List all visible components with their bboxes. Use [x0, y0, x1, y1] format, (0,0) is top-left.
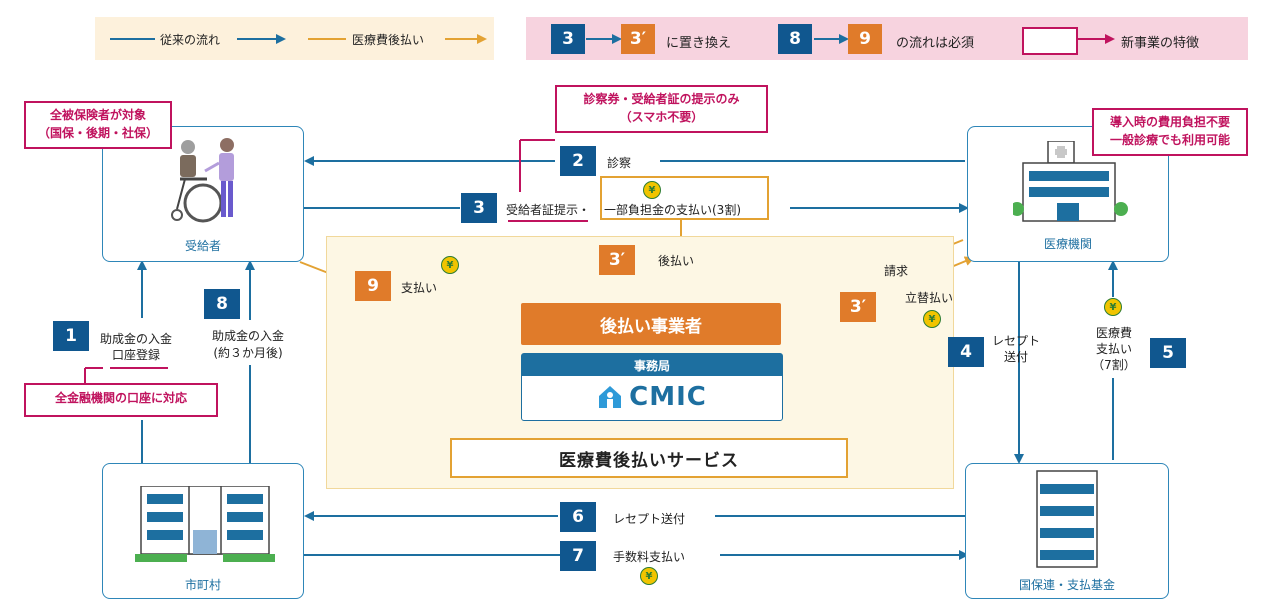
office-head: 事務局 — [522, 354, 782, 376]
legend-replace-to: 3′ — [621, 24, 655, 54]
callout-ticket-line1: 診察券・受給者証の提示のみ — [583, 92, 740, 106]
fund-node: 国保連・支払基金 — [965, 463, 1169, 599]
callout-no-cost-line2: 一般診療でも利用可能 — [1109, 133, 1230, 147]
callout-all-banks: 全金融機関の口座に対応 — [24, 383, 218, 417]
legend-replace-text: に置き換え — [666, 36, 732, 51]
callout-ticket-only: 診察券・受給者証の提示のみ （スマホ不要） — [555, 85, 768, 133]
city-hall-icon — [135, 486, 275, 562]
yen-coin-icon: ¥ — [1104, 298, 1122, 316]
cmic-logo-text: CMIC — [629, 382, 707, 412]
hospital-label: 医療機関 — [1043, 237, 1092, 251]
step-9-label: 支払い — [401, 281, 438, 295]
legend-new-feature-box — [1022, 27, 1078, 55]
step-8: 8 — [204, 289, 240, 319]
step-1: 1 — [53, 321, 89, 351]
step-4-label-line2: 送付 — [1004, 350, 1029, 364]
step-3-prime-a: 3′ — [599, 245, 635, 275]
municipality-label: 市町村 — [184, 578, 221, 592]
yen-coin-icon: ¥ — [923, 310, 941, 328]
step-3-label-b: 一部負担金の支払い(3割) — [604, 203, 741, 217]
legend-replace-from: 3 — [551, 24, 585, 54]
step-3: 3 — [461, 193, 497, 223]
step-4: 4 — [948, 337, 984, 367]
step-1-label: 助成金の入金 口座登録 — [100, 331, 172, 363]
legend-required-to: 9 — [848, 24, 882, 54]
step-7-label: 手数料支払い — [613, 550, 686, 564]
municipality-node: 市町村 — [102, 463, 304, 599]
step-3-prime-a-label: 後払い — [658, 254, 695, 268]
step-8-label-line2: (約３か月後) — [213, 346, 283, 360]
pay-company-box: 後払い事業者 — [521, 303, 781, 345]
step-1-label-line1: 助成金の入金 — [100, 332, 173, 346]
yen-coin-icon: ¥ — [441, 256, 459, 274]
building-icon — [1036, 470, 1098, 568]
callout-all-insured-line2: （国保・後期・社保） — [37, 126, 158, 140]
legend-deferred: 医療費後払い — [352, 33, 425, 47]
step-4-label-line1: レセプト — [992, 334, 1041, 348]
step-7: 7 — [560, 541, 596, 571]
step-6: 6 — [560, 502, 596, 532]
step-3-label-a: 受給者証提示・ — [506, 203, 591, 217]
callout-no-cost-line1: 導入時の費用負担不要 — [1109, 115, 1230, 129]
step-9: 9 — [355, 271, 391, 301]
step-6-label: レセプト送付 — [613, 512, 686, 526]
step-5: 5 — [1150, 338, 1186, 368]
wheelchair-icon — [171, 138, 234, 223]
step-2-label: 診察 — [607, 156, 632, 170]
step-3-prime-b: 3′ — [840, 292, 876, 322]
step-8-label: 助成金の入金 (約３か月後) — [212, 328, 284, 362]
callout-ticket-line2: （スマホ不要） — [619, 110, 704, 124]
callout-all-insured: 全被保険者が対象 （国保・後期・社保） — [24, 101, 172, 149]
legend-conventional: 従来の流れ — [160, 33, 221, 47]
step-1-label-line2: 口座登録 — [112, 348, 161, 362]
hospital-icon — [1013, 141, 1128, 222]
step-3-prime-b-claim: 請求 — [884, 264, 909, 278]
step-8-label-line1: 助成金の入金 — [212, 329, 285, 343]
step-2: 2 — [560, 146, 596, 176]
legend-panel-left — [95, 17, 494, 60]
recipient-label: 受給者 — [184, 239, 221, 253]
yen-coin-icon: ¥ — [643, 181, 661, 199]
step-5-label-line2: 支払い — [1095, 342, 1132, 356]
step-4-label: レセプト 送付 — [992, 333, 1040, 365]
cmic-logo-icon — [599, 386, 622, 408]
fund-label: 国保連・支払基金 — [1018, 578, 1115, 592]
yen-coin-icon: ¥ — [640, 567, 658, 585]
office-box: 事務局 CMIC — [521, 353, 783, 421]
legend-required-text: の流れは必須 — [896, 36, 975, 51]
step-5-label-line3: （7割） — [1092, 358, 1136, 372]
service-name-box: 医療費後払いサービス — [450, 438, 848, 478]
legend-new-feature: 新事業の特徴 — [1121, 36, 1200, 51]
step-5-label: 医療費 支払い （7割） — [1090, 325, 1138, 373]
callout-no-cost: 導入時の費用負担不要 一般診療でも利用可能 — [1092, 108, 1248, 156]
legend-required-from: 8 — [778, 24, 812, 54]
callout-all-insured-line1: 全被保険者が対象 — [49, 108, 146, 122]
step-3-prime-b-advance: 立替払い — [905, 291, 954, 305]
hospital-node: 医療機関 — [967, 126, 1169, 262]
step-5-label-line1: 医療費 — [1095, 326, 1132, 340]
